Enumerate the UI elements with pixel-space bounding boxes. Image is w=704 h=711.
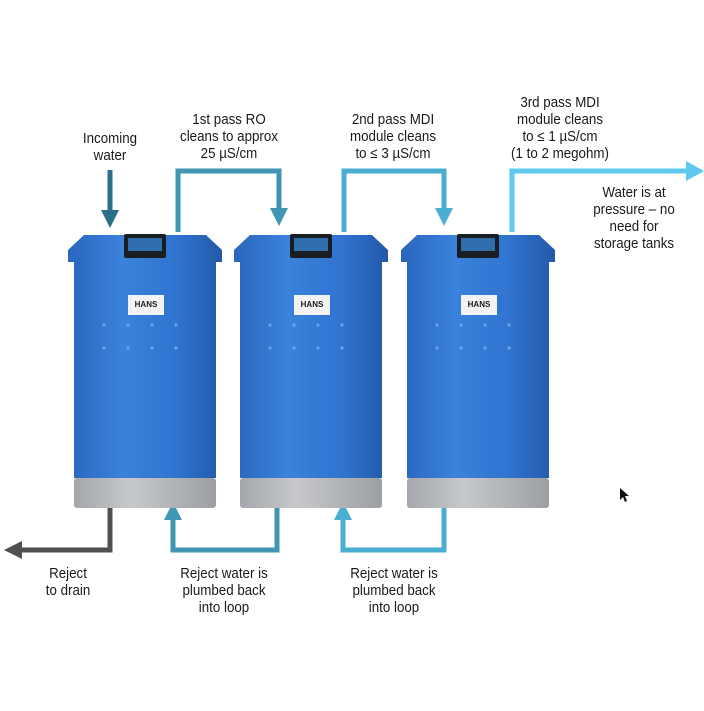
unit-base (240, 478, 382, 508)
unit-base (407, 478, 549, 508)
brand-text: HANS (301, 300, 324, 309)
panel-dot (483, 346, 487, 350)
pass2-label: 2nd pass MDI module cleans to ≤ 3 µS/cm (349, 112, 437, 162)
reject-loop-1-arrow (164, 500, 280, 553)
unit-base (74, 478, 216, 508)
output-label: Water is at pressure – no need for stora… (593, 185, 675, 252)
pass3-label: 3rd pass MDI module cleans to ≤ 1 µS/cm … (511, 95, 609, 162)
panel-dot (435, 346, 439, 350)
brand-text: HANS (468, 300, 491, 309)
incoming-water-label: Incoming water (82, 131, 138, 164)
panel-dot (292, 323, 296, 327)
panel-dot (340, 323, 344, 327)
reject-loop-2-arrow (334, 500, 447, 553)
panel-dot (435, 323, 439, 327)
panel-dot (126, 346, 130, 350)
panel-dot (268, 346, 272, 350)
panel-dot (340, 346, 344, 350)
panel-dot (316, 346, 320, 350)
brand-badge (461, 295, 497, 315)
treatment-unit-3: HANS (401, 234, 555, 508)
panel-dot (483, 323, 487, 327)
panel-dot (292, 346, 296, 350)
pass2-transfer-arrow (341, 168, 453, 232)
panel-dot (102, 323, 106, 327)
panel-dot (459, 323, 463, 327)
pass1-label: 1st pass RO cleans to approx 25 µS/cm (180, 112, 278, 162)
output-water-arrow (509, 161, 704, 232)
panel-dot (174, 323, 178, 327)
reject-drain-arrow (4, 500, 113, 559)
panel-dot (102, 346, 106, 350)
mouse-cursor-icon (620, 488, 629, 502)
panel-dot (150, 323, 154, 327)
panel-dot (507, 346, 511, 350)
treatment-units: HANS HANS HANS (68, 234, 555, 508)
panel-dot (150, 346, 154, 350)
panel-dot (507, 323, 511, 327)
panel-dot (126, 323, 130, 327)
flow-lines (4, 161, 704, 559)
unit-panel-dots (102, 323, 511, 350)
treatment-unit-2: HANS (234, 234, 388, 508)
panel-dot (316, 323, 320, 327)
brand-badge (128, 295, 164, 315)
panel-dot (174, 346, 178, 350)
incoming-water-arrow (101, 170, 119, 228)
brand-badge (294, 295, 330, 315)
panel-dot (268, 323, 272, 327)
brand-text: HANS (135, 300, 158, 309)
reject-loop-2-label: Reject water is plumbed back into loop (350, 566, 438, 616)
reject-drain-label: Reject to drain (45, 566, 91, 599)
treatment-unit-1: HANS (68, 234, 222, 508)
reject-loop-1-label: Reject water is plumbed back into loop (180, 566, 268, 616)
pass1-transfer-arrow (175, 168, 288, 232)
panel-dot (459, 346, 463, 350)
